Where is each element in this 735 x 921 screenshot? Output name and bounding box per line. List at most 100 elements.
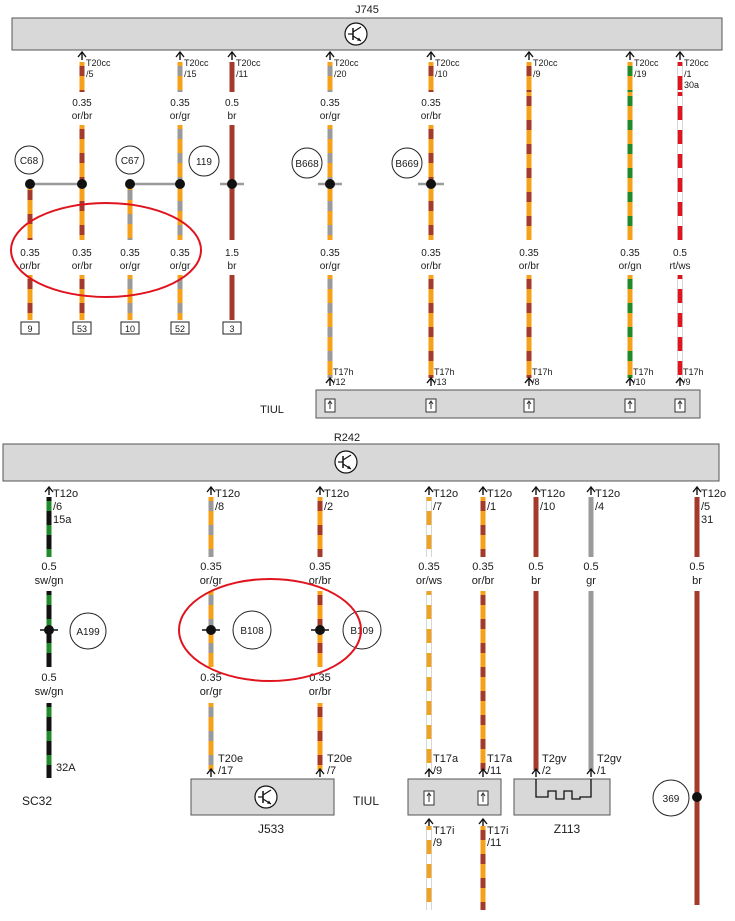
top-branch-color-1: or/gr — [120, 261, 141, 272]
top-color-code-0: or/br — [72, 111, 93, 122]
bottom-gauge-2: 0.35 — [309, 561, 330, 573]
top-gauge-1: 0.35 — [170, 98, 190, 109]
bottom-pin-num2-7: 31 — [701, 514, 713, 526]
top-end-pin-6: T17h — [633, 367, 654, 377]
bottom-end-num-6: /1 — [597, 765, 606, 777]
top-branch-terminal-1-box — [120, 321, 140, 335]
top-pin-num-5: /9 — [533, 69, 541, 79]
splice-c67-label: C67 — [121, 156, 140, 167]
top-tiul-label: TIUL — [260, 404, 284, 416]
splice-b108-label: B108 — [240, 626, 264, 637]
bottom-end-arrow-3 — [424, 767, 434, 777]
top-end-num-7: /9 — [683, 377, 691, 387]
top-splice-dot-5 — [325, 179, 335, 189]
top-pin-3: T20cc — [334, 58, 359, 68]
top-color-code2-2: br — [228, 261, 238, 272]
bottom-end-pin2-3: T17i — [433, 825, 454, 837]
splice-b669-label: B669 — [395, 159, 419, 170]
top-pin-0: T20cc — [86, 58, 111, 68]
bottom-wire-3-tail — [426, 826, 432, 910]
top-pin-num2-7: 30a — [684, 80, 699, 90]
j533-label: J533 — [258, 822, 284, 836]
bottom-color-code2-2: or/br — [309, 686, 332, 698]
splice-369-label: 369 — [663, 794, 680, 805]
r242-bus — [2, 443, 720, 482]
top-color-code2-0: or/br — [72, 261, 93, 272]
top-pin-arrow-5 — [524, 50, 534, 60]
bottom-pin-arrow-0 — [44, 485, 54, 495]
bottom-color-code-5: br — [531, 575, 541, 587]
bottom-end-pin-3: T17a — [433, 753, 459, 765]
top-branch-color-0: or/br — [20, 261, 41, 272]
top-pin-1: T20cc — [184, 58, 209, 68]
top-terminal-1-label: 52 — [175, 324, 185, 334]
bottom-pin-arrow-6 — [586, 485, 596, 495]
top-pin-arrow-1 — [175, 50, 185, 60]
bottom-pin-0: T12o — [53, 488, 78, 500]
top-pin-arrow-7 — [675, 50, 685, 60]
bottom-gauge2-2: 0.35 — [309, 672, 330, 684]
top-pin-num-0: /5 — [86, 69, 94, 79]
bottom-gauge-3: 0.35 — [418, 561, 439, 573]
bottom-pin-3: T12o — [433, 488, 458, 500]
bottom-color-code2-0: sw/gn — [35, 686, 64, 698]
top-gauge2-3: 0.35 — [320, 248, 340, 259]
bottom-gauge-4: 0.35 — [472, 561, 493, 573]
r242-label: R242 — [334, 432, 360, 444]
top-color-code2-7: rt/ws — [669, 261, 690, 272]
top-gauge2-4: 0.35 — [421, 248, 441, 259]
splice-b668-label: B668 — [295, 159, 319, 170]
top-branch-terminal-1-label: 10 — [125, 324, 135, 334]
bottom-end-num-3: /9 — [433, 765, 442, 777]
bottom-pin-num2-0: 15a — [53, 514, 72, 526]
top-pin-num-4: /10 — [435, 69, 448, 79]
top-end-arrow-7 — [675, 376, 685, 386]
bottom-socket-pin-4 — [480, 792, 486, 802]
bottom-pin-num-5: /10 — [540, 501, 555, 513]
bottom-end-num-5: /2 — [542, 765, 551, 777]
harness-sc32-label: SC32 — [22, 794, 52, 808]
top-splice-dot-2 — [125, 179, 135, 189]
splice-369-circle — [652, 779, 690, 817]
bottom-end-arrow-1 — [206, 767, 216, 777]
top-branch-terminal-0-box — [20, 321, 40, 335]
top-pin-5: T20cc — [533, 58, 558, 68]
splice-b668-circle — [291, 147, 323, 179]
top-end-pin-5: T17h — [532, 367, 553, 377]
top-socket-pin-2 — [526, 400, 532, 409]
bottom-end-arrow-2 — [315, 767, 325, 777]
bottom-gauge2-1: 0.35 — [200, 672, 221, 684]
splice-c67-circle — [115, 145, 145, 175]
top-socket-pin-3 — [627, 400, 633, 409]
top-wire-mid-7 — [677, 92, 683, 240]
bottom-color-code-6: gr — [586, 575, 596, 587]
bottom-color-code-7: br — [692, 575, 702, 587]
bottom-socket-pin-3 — [426, 792, 432, 802]
bottom-end2-arrow-3 — [424, 817, 434, 827]
bottom-end-pin-4: T17a — [487, 753, 513, 765]
bottom-end-pin-6: T2gv — [597, 753, 622, 765]
top-pin-arrow-3 — [325, 50, 335, 60]
top-splice-dot-0 — [25, 179, 35, 189]
bottom-wire-upper-3 — [426, 497, 432, 557]
z113-component — [513, 778, 611, 816]
top-pin-7: T20cc — [684, 58, 709, 68]
top-terminal-2-box — [222, 321, 242, 335]
top-gauge2-5: 0.35 — [519, 248, 539, 259]
top-end-arrow-5 — [524, 376, 534, 386]
r242-transistor-icon — [334, 450, 358, 474]
top-splice-dot-4 — [227, 179, 237, 189]
bottom-pin-arrow-1 — [206, 485, 216, 495]
top-gauge-3: 0.35 — [320, 98, 340, 109]
top-pin-num-6: /19 — [634, 69, 647, 79]
top-pin-arrow-6 — [625, 50, 635, 60]
top-pin-num-2: /11 — [236, 69, 248, 79]
j745-label: J745 — [355, 4, 379, 16]
j533-transistor-icon — [254, 785, 278, 809]
bottom-end-pin-1: T20e — [218, 753, 243, 765]
top-end-arrow-4 — [426, 376, 436, 386]
bottom-tiul-label: TIUL — [353, 794, 379, 808]
top-end-arrow-6 — [625, 376, 635, 386]
bottom-end-pin-2: T20e — [327, 753, 352, 765]
top-gauge2-6: 0.35 — [620, 248, 640, 259]
